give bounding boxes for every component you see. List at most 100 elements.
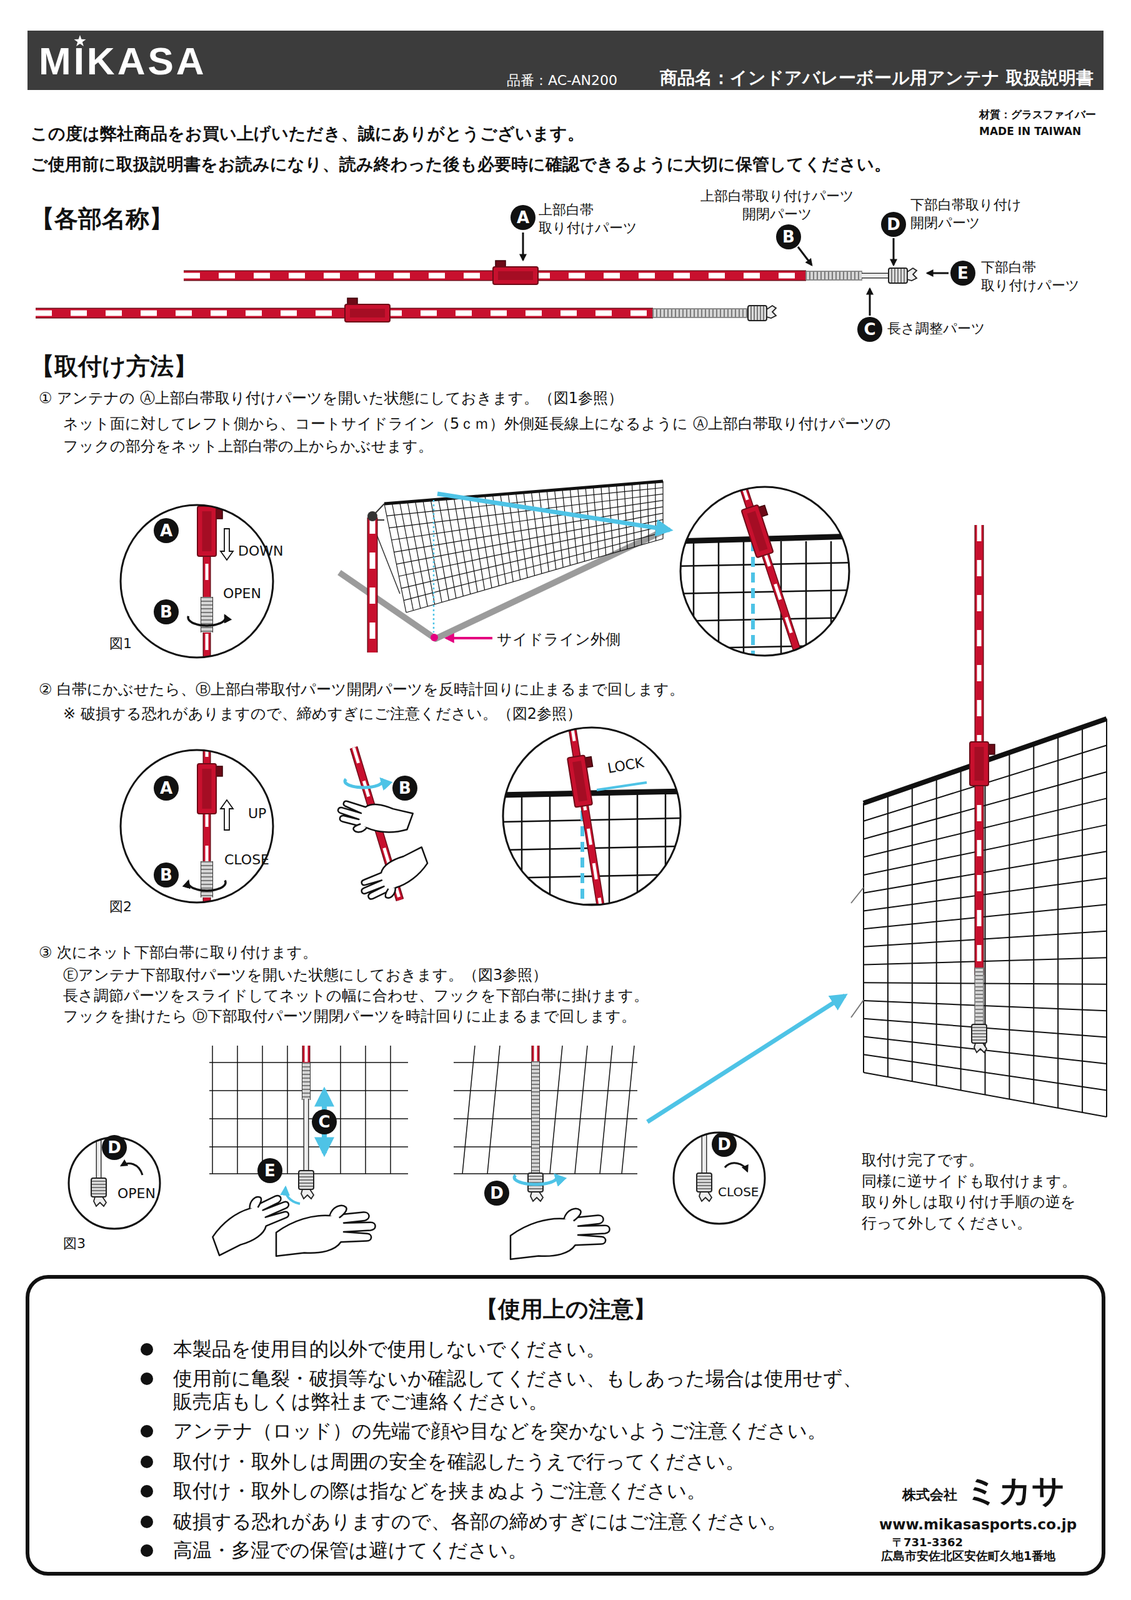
product-code: 品番：AC-AN200 bbox=[506, 71, 618, 90]
metal-outline bbox=[200, 861, 214, 898]
hand-thumb bbox=[564, 1208, 582, 1221]
metal-section bbox=[805, 271, 863, 280]
net-mesh bbox=[484, 495, 499, 586]
action-label: CLOSE bbox=[224, 851, 270, 870]
lock-mark bbox=[596, 782, 647, 790]
net-mesh bbox=[407, 501, 428, 607]
callout-letter-text: C bbox=[857, 316, 883, 342]
net-mesh bbox=[577, 488, 585, 562]
callout-letter: D bbox=[484, 1180, 510, 1206]
figure-number: 図1 bbox=[109, 634, 132, 653]
connector-ridge bbox=[750, 306, 752, 320]
metal-section bbox=[201, 596, 213, 633]
connector-ridge bbox=[299, 1175, 314, 1178]
slide-rod-outline bbox=[303, 1098, 310, 1171]
callout-letter: D bbox=[101, 1134, 127, 1160]
clamp-detail bbox=[746, 510, 768, 552]
origin-note: MADE IN TAIWAN bbox=[979, 124, 1082, 139]
connector-hook bbox=[766, 305, 777, 319]
leader-arrow bbox=[797, 246, 812, 265]
connector-ridge bbox=[972, 1032, 987, 1035]
metal-ridges bbox=[652, 309, 748, 318]
callout-letter: D bbox=[881, 211, 907, 237]
net-mesh bbox=[624, 484, 628, 549]
metal-ridges bbox=[201, 861, 213, 898]
hand-thumb bbox=[246, 1195, 264, 1210]
metal-section bbox=[975, 967, 984, 1025]
net-mesh bbox=[569, 488, 578, 564]
detail-outline bbox=[503, 727, 681, 905]
part-name: 下部白帯 取り付けパーツ bbox=[981, 258, 1094, 295]
metal-ridges bbox=[975, 967, 984, 1025]
connector-ridge bbox=[697, 1187, 712, 1190]
step-text: ② 白帯にかぶせたら、Ⓑ上部白帯取付パーツ開閉パーツを反時計回りに止まるまで回し… bbox=[38, 679, 685, 700]
connector-ridge bbox=[762, 306, 765, 320]
direction-arrow bbox=[220, 799, 234, 830]
clamp-body bbox=[344, 304, 390, 322]
caution-heading: 【使用上の注意】 bbox=[29, 1294, 1102, 1323]
hand bbox=[204, 1187, 297, 1256]
parts-diagram bbox=[35, 232, 949, 322]
net-mesh bbox=[469, 496, 485, 590]
zoom-detail-1 bbox=[674, 484, 857, 663]
metal-section bbox=[531, 1061, 540, 1173]
net-mesh bbox=[500, 494, 514, 582]
connector-ridge bbox=[697, 1181, 712, 1183]
callout-letter-text: B bbox=[153, 599, 179, 625]
connector-ridge bbox=[900, 268, 902, 283]
net-mesh bbox=[406, 538, 663, 613]
antenna-rod-outline bbox=[367, 517, 379, 653]
upper-clamp bbox=[197, 763, 223, 814]
net-mesh bbox=[499, 817, 685, 822]
net-rope bbox=[851, 887, 864, 903]
net-mesh bbox=[639, 483, 642, 545]
open-arrow bbox=[285, 1187, 300, 1204]
bullet-dot bbox=[140, 1372, 154, 1385]
connector-ridge bbox=[756, 306, 758, 320]
lower-connector bbox=[747, 305, 777, 321]
lower-connector bbox=[888, 268, 917, 284]
hand-illustration-3 bbox=[453, 1045, 638, 1260]
connector-body bbox=[971, 1024, 987, 1043]
action-label: UP bbox=[248, 804, 267, 823]
rotation-arrow bbox=[188, 880, 226, 891]
connector-body bbox=[888, 268, 908, 284]
net-mesh bbox=[960, 769, 962, 1090]
net-mesh bbox=[487, 1045, 500, 1174]
part-name: 上部白帯 取り付けパーツ bbox=[538, 201, 652, 237]
clamp-body bbox=[197, 506, 217, 557]
net-mesh bbox=[574, 1045, 588, 1174]
connector-ridge bbox=[528, 1178, 543, 1180]
clamp-body bbox=[493, 266, 539, 285]
net-mesh bbox=[211, 1045, 214, 1174]
antenna-stripe bbox=[369, 517, 376, 653]
net-mesh bbox=[453, 1089, 638, 1092]
leader-arrow bbox=[522, 232, 525, 260]
net-mesh bbox=[936, 777, 938, 1087]
connector-hook bbox=[974, 1042, 987, 1053]
lower-connector bbox=[971, 1024, 987, 1053]
caution-item: 破損する恐れがありますので、各部の締めすぎにはご注意ください。 bbox=[173, 1509, 886, 1533]
metal-outline bbox=[805, 271, 863, 281]
rotation-arrow bbox=[724, 1162, 748, 1171]
intro-text: この度は弊社商品をお買い上げいただき、誠にありがとうございます。 bbox=[30, 122, 585, 145]
metal-ridges bbox=[531, 1061, 540, 1173]
net-mesh bbox=[554, 489, 564, 568]
callout-letter: A bbox=[510, 204, 536, 230]
callout-letter: B bbox=[392, 775, 418, 801]
clamp-detail bbox=[572, 760, 588, 802]
bullet-dot bbox=[140, 1515, 154, 1528]
connector-ridge bbox=[972, 1036, 987, 1038]
net-mesh bbox=[286, 1045, 289, 1174]
company-name: 株式会社 bbox=[902, 1485, 958, 1505]
net-mesh bbox=[423, 500, 442, 603]
metal-ridges bbox=[805, 271, 863, 280]
net-mesh bbox=[863, 1000, 1107, 1011]
net-mesh bbox=[401, 526, 663, 589]
metal-section bbox=[652, 309, 748, 318]
bullet-dot bbox=[140, 1424, 154, 1438]
callout-letter-text: A bbox=[153, 775, 179, 801]
net-mesh bbox=[717, 541, 720, 663]
lower-connector bbox=[91, 1177, 107, 1206]
detail-outline bbox=[120, 504, 274, 658]
